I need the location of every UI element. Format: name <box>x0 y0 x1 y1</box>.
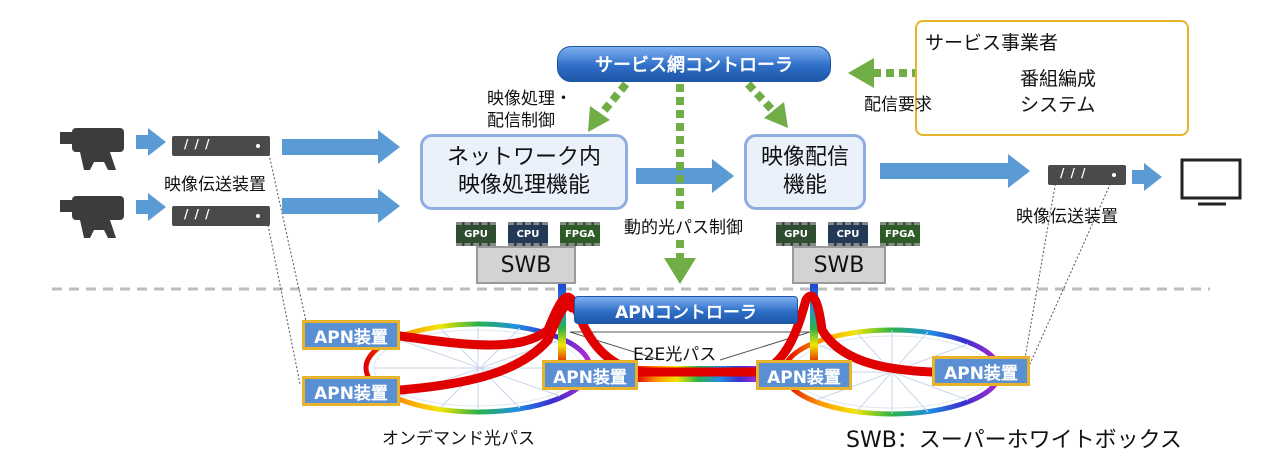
apn-device-2[interactable]: APN装置 <box>302 376 400 406</box>
service-controller-label: サービス網コントローラ <box>595 55 793 76</box>
cpu-chip-icon: CPU <box>508 222 548 246</box>
in-network-function-line2: 映像処理機能 <box>457 173 590 198</box>
service-network-controller[interactable]: サービス網コントローラ <box>557 46 831 82</box>
transmitter-device-icon <box>172 206 270 226</box>
swb-box-right[interactable]: SWB <box>792 246 886 284</box>
fpga-chip-icon: FPGA <box>880 222 920 246</box>
transmitter-label-left: 映像伝送装置 <box>164 175 266 195</box>
system-label-line1: 番組編成 <box>1020 68 1097 90</box>
gpu-chip-icon: GPU <box>456 222 496 246</box>
delivery-function-line2: 機能 <box>782 173 827 198</box>
apn-device-4[interactable]: APN装置 <box>756 360 852 390</box>
camera-icon <box>60 128 124 170</box>
red-optical-paths <box>395 291 937 395</box>
e2e-optical-path-label: E2E光パス <box>633 345 717 365</box>
apn-controller-label: APNコントローラ <box>615 302 757 323</box>
service-provider-box <box>915 20 1189 136</box>
delivery-function-line1: 映像配信 <box>760 145 849 170</box>
apn-device-1[interactable]: APN装置 <box>302 320 400 350</box>
video-processing-label-line1: 映像処理・ <box>487 89 572 109</box>
transmitter-label-right: 映像伝送装置 <box>1016 207 1118 227</box>
video-delivery-function[interactable]: 映像配信 機能 <box>744 134 866 210</box>
on-demand-optical-path-label: オンデマンド光パス <box>382 429 535 449</box>
video-processing-label-line2: 配信制御 <box>487 111 555 131</box>
apn-controller[interactable]: APNコントローラ <box>574 296 798 324</box>
monitor-icon <box>1180 158 1242 206</box>
cpu-chip-icon: CPU <box>828 222 868 246</box>
projection-lines <box>267 149 1113 385</box>
swb-box-left[interactable]: SWB <box>476 246 576 284</box>
camera-icon <box>60 196 124 238</box>
control-arrow-heads <box>588 58 874 284</box>
system-label-line2: システム <box>1020 94 1096 116</box>
transmitter-device-icon <box>1048 165 1126 185</box>
in-network-video-processing-function[interactable]: ネットワーク内 映像処理機能 <box>420 134 628 210</box>
flow-arrows <box>136 128 1162 223</box>
dynamic-optical-path-control-label: 動的光パス制御 <box>622 213 745 238</box>
service-provider-title: サービス事業者 <box>925 32 1059 54</box>
apn-device-3[interactable]: APN装置 <box>542 360 638 390</box>
apn-device-5[interactable]: APN装置 <box>932 356 1030 386</box>
transmitter-device-icon <box>172 136 270 156</box>
delivery-request-label: 配信要求 <box>864 95 932 115</box>
swb-link-right <box>810 282 818 366</box>
gpu-chip-icon: GPU <box>776 222 816 246</box>
swb-legend: SWB：スーパーホワイトボックス <box>846 428 1182 453</box>
swb-link-left <box>558 282 566 366</box>
fpga-chip-icon: FPGA <box>560 222 600 246</box>
in-network-function-line1: ネットワーク内 <box>446 145 601 170</box>
